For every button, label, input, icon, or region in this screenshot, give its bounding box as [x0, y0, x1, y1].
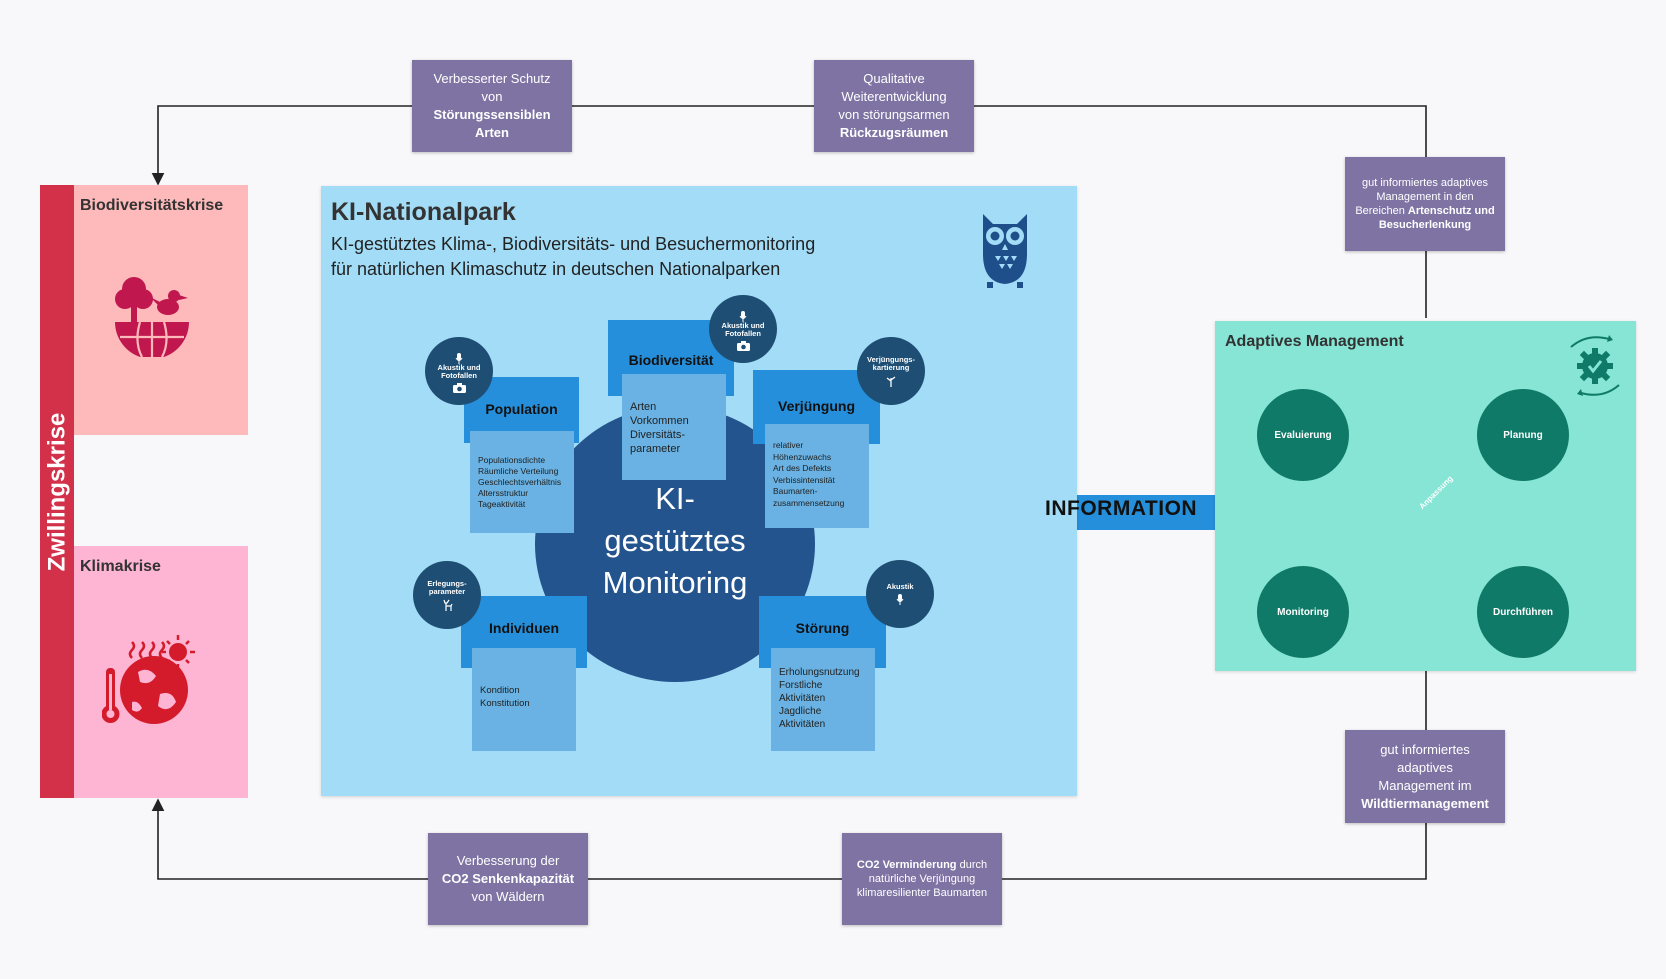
category-individuen-body: Kondition Konstitution	[472, 648, 576, 751]
zwillingskrise-label: Zwillingskrise	[43, 412, 70, 571]
climate-crisis-panel: Klimakrise	[74, 546, 248, 798]
owl-icon	[983, 214, 1027, 288]
sapling-icon	[886, 375, 896, 387]
tree-bird-globe-icon	[115, 277, 189, 357]
top-box-species-protection: Verbesserter Schutz von Störungssensible…	[412, 60, 572, 152]
biodiversity-crisis-panel: Biodiversitätskrise	[74, 185, 248, 435]
microphone-icon	[739, 310, 747, 322]
bottom-box-co2-sink: Verbesserung der CO2 Senkenkapazität von…	[428, 833, 588, 925]
heat-globe-thermometer-icon	[102, 635, 195, 724]
node-durchfuehren: Durchführen	[1477, 566, 1569, 658]
adaptive-management-title: Adaptives Management	[1225, 333, 1404, 350]
badge-harvest-parameters: Erlegungs- parameter	[413, 561, 481, 629]
bottom-box-co2-reduction: CO2 Verminderung durch natürliche Verjün…	[842, 833, 1002, 925]
ki-nationalpark-panel: KI-Nationalpark KI-gestütztes Klima-, Bi…	[321, 186, 1077, 796]
badge-regeneration-mapping: Verjüngungs- kartierung	[857, 337, 925, 405]
badge-acoustic-stoerung: Akustik	[866, 560, 934, 628]
badge-acoustic-camera-biodiversitaet: Akustik und Fotofallen	[709, 295, 777, 363]
right-box-species-visitor-management: gut informiertes adaptives Management in…	[1345, 157, 1505, 251]
badge-acoustic-camera-population: Akustik und Fotofallen	[425, 337, 493, 405]
node-monitoring: Monitoring	[1257, 566, 1349, 658]
microphone-icon	[455, 352, 463, 364]
gear-cycle-icon	[1570, 335, 1620, 396]
crisis-bar	[40, 185, 74, 798]
information-label: INFORMATION	[1045, 497, 1198, 520]
ki-monitoring-label: KI- gestütztes Monitoring	[602, 481, 748, 600]
camera-icon	[452, 382, 466, 393]
information-arrow	[1042, 484, 1257, 541]
right-box-wildlife-management: gut informiertes adaptives Management im…	[1345, 730, 1505, 823]
camera-icon	[736, 340, 750, 351]
top-box-retreat-areas: Qualitative Weiterentwicklung von störun…	[814, 60, 974, 152]
node-planung: Planung	[1477, 389, 1569, 481]
ki-nationalpark-subtitle: KI-gestütztes Klima-, Biodiversitäts- un…	[331, 234, 816, 279]
deer-icon	[442, 599, 453, 611]
ki-nationalpark-title: KI-Nationalpark	[331, 198, 516, 226]
category-stoerung-body: Erholungsnutzung Forstliche Aktivitäten …	[771, 648, 875, 751]
microphone-icon	[896, 594, 904, 605]
category-verjuengung-body: relativer Höhenzuwachs Art des Defekts V…	[765, 424, 869, 528]
climate-crisis-title: Klimakrise	[80, 558, 161, 575]
node-evaluierung: Evaluierung	[1257, 389, 1349, 481]
category-population-body: Populationsdichte Räumliche Verteilung G…	[470, 431, 574, 533]
category-biodiversitaet-body: Arten Vorkommen Diversitäts- parameter	[622, 374, 726, 480]
biodiversity-crisis-title: Biodiversitätskrise	[80, 197, 224, 214]
